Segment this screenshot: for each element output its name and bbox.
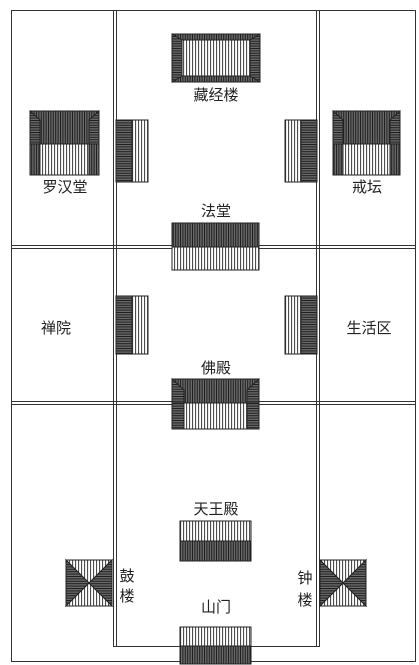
mountain-gate-building (179, 626, 252, 665)
label-luohan-hall: 罗汉堂 (42, 178, 87, 196)
ordination-platform-building (332, 109, 401, 176)
dharma-hall-building (171, 222, 260, 271)
upper-west-side-hall (115, 119, 149, 183)
label-drum-tower-char1: 鼓 (119, 567, 134, 585)
heavenly-kings-hall-building (179, 520, 252, 562)
drum-tower-building (64, 558, 114, 608)
label-dharma-hall: 法堂 (201, 202, 231, 220)
luohan-hall-building (29, 109, 100, 176)
label-drum-tower-char2: 楼 (119, 587, 134, 605)
label-ordination-platform: 戒坛 (352, 178, 382, 196)
label-bell-tower-char2: 楼 (297, 591, 312, 609)
label-sutra-library: 藏经楼 (193, 86, 238, 104)
buddha-hall-building (171, 377, 260, 430)
middle-west-side-hall (115, 295, 149, 355)
label-meditation-court: 禅院 (41, 319, 71, 337)
label-buddha-hall: 佛殿 (201, 359, 231, 377)
bell-tower-building (318, 558, 368, 608)
label-living-area: 生活区 (346, 319, 391, 337)
label-bell-tower-char1: 钟 (297, 569, 312, 587)
label-mountain-gate: 山门 (201, 598, 231, 616)
label-heavenly-kings-hall: 天王殿 (193, 500, 238, 518)
middle-east-side-hall (284, 295, 318, 355)
upper-east-side-hall (284, 119, 318, 183)
sutra-library-building (171, 33, 261, 83)
